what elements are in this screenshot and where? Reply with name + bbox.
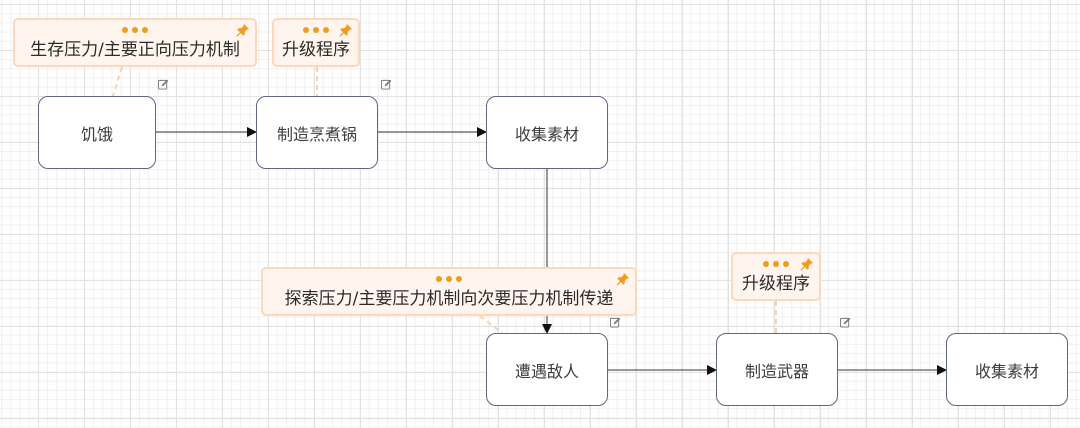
note-connector-survival (112, 66, 123, 97)
node-label: 遭遇敌人 (514, 361, 579, 381)
node-collect-materials-1[interactable]: 收集素材 (486, 96, 608, 169)
edit-note-icon[interactable] (158, 79, 169, 90)
node-label: 制造烹煮锅 (276, 124, 357, 144)
more-dots-icon[interactable] (274, 27, 358, 33)
note-survival[interactable]: 生存压力/主要正向压力机制 (13, 18, 257, 67)
node-encounter-enemy[interactable]: 遭遇敌人 (486, 333, 608, 406)
pin-icon[interactable] (616, 272, 630, 286)
note-text: 生存压力/主要正向压力机制 (30, 40, 240, 60)
node-collect-materials-2[interactable]: 收集素材 (946, 333, 1068, 406)
note-text: 探索压力/主要压力机制向次要压力机制传递 (284, 289, 614, 309)
pin-icon[interactable] (236, 23, 250, 37)
note-upgrade-1[interactable]: 升级程序 (272, 18, 360, 67)
node-hunger[interactable]: 饥饿 (38, 96, 156, 169)
node-label: 收集素材 (514, 124, 579, 144)
pin-icon[interactable] (339, 23, 353, 37)
more-dots-icon[interactable] (15, 27, 255, 33)
pin-icon[interactable] (800, 257, 814, 271)
note-text: 升级程序 (742, 274, 810, 294)
edit-note-icon[interactable] (610, 317, 621, 328)
note-connector-explore (479, 315, 503, 334)
note-explore[interactable]: 探索压力/主要压力机制向次要压力机制传递 (261, 267, 637, 316)
edit-note-icon[interactable] (840, 317, 851, 328)
note-text: 升级程序 (282, 40, 350, 60)
node-craft-pot[interactable]: 制造烹煮锅 (256, 96, 378, 169)
node-label: 饥饿 (80, 124, 113, 144)
more-dots-icon[interactable] (263, 276, 635, 282)
node-craft-weapon[interactable]: 制造武器 (716, 333, 838, 406)
note-upgrade-2[interactable]: 升级程序 (731, 252, 821, 301)
more-dots-icon[interactable] (733, 261, 819, 267)
node-label: 收集素材 (974, 361, 1039, 381)
edit-note-icon[interactable] (381, 79, 392, 90)
node-label: 制造武器 (744, 361, 809, 381)
